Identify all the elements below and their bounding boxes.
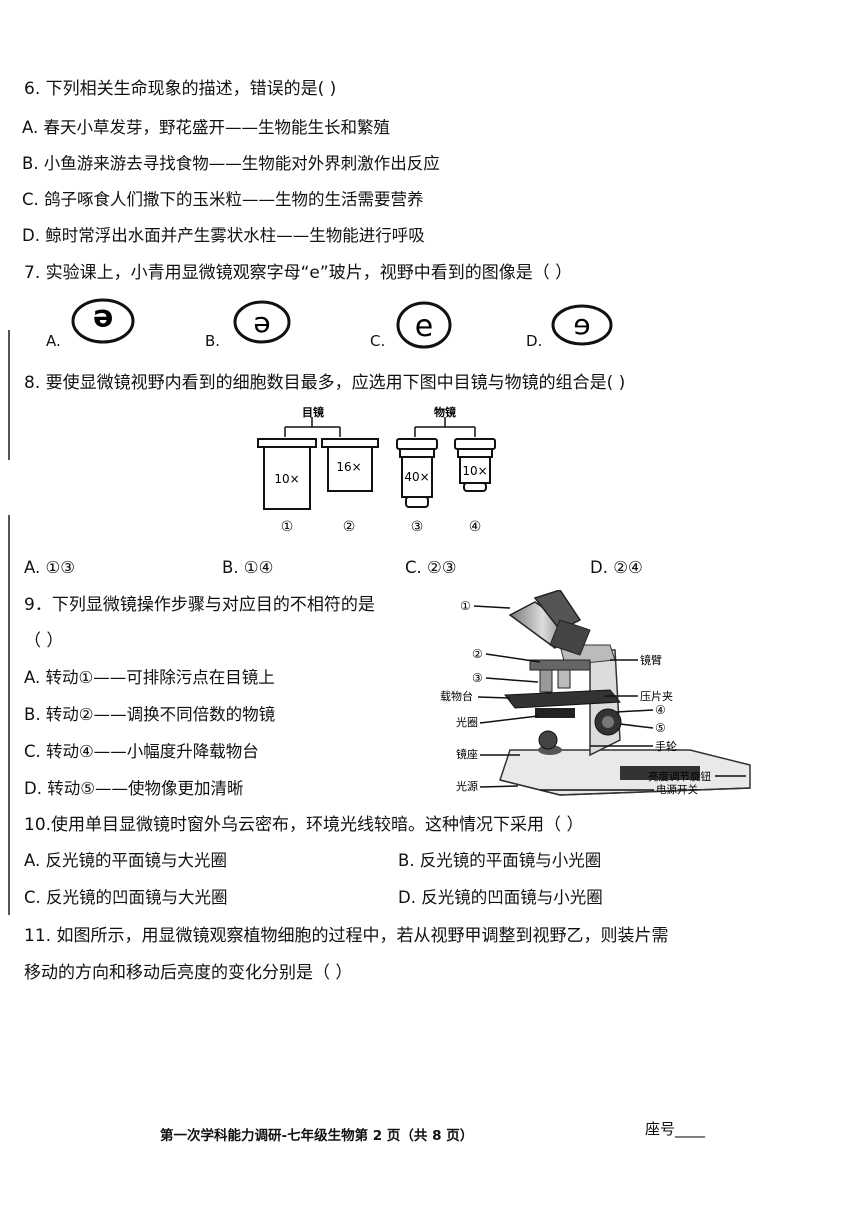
q7-option-c-label[interactable]: C.	[370, 332, 386, 350]
q7-glyph-d: e	[573, 308, 590, 341]
objective-4[interactable]: 10× ④	[454, 438, 496, 535]
label-stage: 载物台	[440, 689, 473, 703]
eyepiece-1-num: ①	[281, 519, 294, 535]
q10-stem: 10.使用单目显微镜时窗外乌云密布，环境光线较暗。这种情况下采用（ ）	[24, 815, 584, 835]
eyepiece-2-num: ②	[343, 519, 356, 535]
q9-option-b[interactable]: B. 转动②——调换不同倍数的物镜	[24, 705, 276, 724]
q8-option-b[interactable]: B. ①④	[222, 558, 274, 577]
q8-option-d[interactable]: D. ②④	[590, 558, 643, 577]
q9-option-d[interactable]: D. 转动⑤——使物像更加清晰	[24, 779, 244, 798]
objective-3-mag: 40×	[404, 470, 429, 484]
q7-option-b-label[interactable]: B.	[205, 332, 221, 350]
q11-line2: 移动的方向和移动后亮度的变化分别是（ ）	[24, 963, 353, 983]
eyepiece-1-mag: 10×	[274, 472, 299, 486]
q9-option-a[interactable]: A. 转动①——可排除污点在目镜上	[24, 668, 275, 687]
q7-option-d-label[interactable]: D.	[526, 332, 543, 350]
label-arm: 镜臂	[640, 653, 662, 667]
q10-option-a[interactable]: A. 反光镜的平面镜与大光圈	[24, 851, 227, 870]
q10-option-b[interactable]: B. 反光镜的平面镜与小光圈	[398, 851, 602, 870]
label-clip: 压片夹	[640, 690, 673, 703]
q7-glyph-a: e	[93, 302, 113, 337]
q9-stem: 9．下列显微镜操作步骤与对应目的不相符的是	[24, 595, 375, 615]
page-footer: 第一次学科能力调研-七年级生物第 2 页（共 8 页）	[160, 1128, 474, 1144]
q6-option-d[interactable]: D. 鲸时常浮出水面并产生雾状水柱——生物能进行呼吸	[22, 226, 425, 245]
q6-stem: 6. 下列相关生命现象的描述，错误的是( )	[24, 79, 337, 99]
q6-option-a[interactable]: A. 春天小草发芽，野花盛开——生物能生长和繁殖	[22, 118, 390, 137]
q7-glyph-b: ə	[253, 306, 270, 339]
seat-number-field[interactable]: 座号____	[645, 1120, 706, 1138]
label-diaphragm: 光圈	[456, 715, 478, 729]
label-base: 镜座	[456, 747, 478, 761]
q7-stem: 7. 实验课上，小青用显微镜观察字母“e”玻片，视野中看到的图像是（ ）	[24, 263, 573, 283]
label-handwheel: 手轮	[655, 739, 677, 753]
q9-paren: （ ）	[24, 631, 64, 651]
q6-option-c[interactable]: C. 鸽子啄食人们撒下的玉米粒——生物的生活需要营养	[22, 190, 424, 209]
label-brightness: 亮度调节旋钮	[648, 770, 711, 783]
margin-line-bottom	[8, 515, 10, 915]
objective-title: 物镜	[434, 405, 456, 419]
objective-4-mag: 10×	[462, 464, 487, 478]
microscope-diagram: ① ② ③ 载物台 光圈 镜座 光源 镜臂 压片夹 ④ ⑤ 手轮 亮度调节旋钮 …	[440, 590, 751, 796]
q7-option-b-image[interactable]: ə	[232, 298, 292, 346]
label-2: ②	[472, 647, 483, 661]
objective-3-num: ③	[411, 519, 424, 535]
q7-option-a-image[interactable]: e	[70, 296, 136, 346]
label-5: ⑤	[655, 721, 666, 735]
margin-line-top	[8, 330, 10, 460]
label-power: 电源开关	[656, 783, 698, 796]
label-3: ③	[472, 671, 483, 685]
eyepiece-2-mag: 16×	[336, 460, 361, 474]
eyepiece-1[interactable]: 10× ①	[257, 438, 317, 535]
q7-option-a-label[interactable]: A.	[46, 332, 61, 350]
q8-option-a[interactable]: A. ①③	[24, 558, 76, 577]
label-light: 光源	[456, 779, 478, 793]
q6-option-b[interactable]: B. 小鱼游来游去寻找食物——生物能对外界刺激作出反应	[22, 154, 440, 173]
q10-option-d[interactable]: D. 反光镜的凹面镜与小光圈	[398, 888, 603, 907]
objective-3[interactable]: 40× ③	[396, 438, 438, 535]
lens-diagram: 目镜 物镜 10× ① 16× ② 40× ③ 10× ④	[257, 405, 496, 535]
q7-option-d-image[interactable]: e	[550, 302, 614, 348]
q7-option-c-image[interactable]: e	[394, 300, 454, 350]
label-4: ④	[655, 703, 666, 717]
eyepiece-title: 目镜	[302, 405, 324, 419]
q8-stem: 8. 要使显微镜视野内看到的细胞数目最多，应选用下图中目镜与物镜的组合是( )	[24, 373, 626, 393]
label-1: ①	[460, 599, 471, 613]
eyepiece-2[interactable]: 16× ②	[321, 438, 379, 535]
q8-option-c[interactable]: C. ②③	[405, 558, 457, 577]
q10-option-c[interactable]: C. 反光镜的凹面镜与大光圈	[24, 888, 228, 907]
q9-option-c[interactable]: C. 转动④——小幅度升降载物台	[24, 742, 259, 761]
objective-4-num: ④	[469, 519, 482, 535]
q11-line1: 11. 如图所示，用显微镜观察植物细胞的过程中，若从视野甲调整到视野乙，则装片需	[24, 926, 669, 946]
q7-glyph-c: e	[415, 309, 433, 344]
